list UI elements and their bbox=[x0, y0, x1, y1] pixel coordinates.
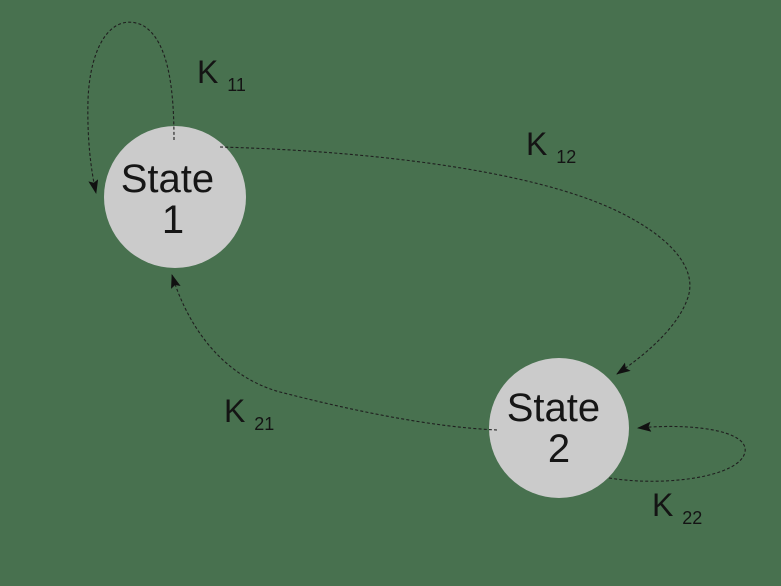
state-2-label-line1: State bbox=[507, 386, 600, 430]
state-1-node bbox=[104, 126, 246, 268]
self-loop-k22-arrow bbox=[608, 421, 746, 482]
label-k11: K 11 bbox=[197, 54, 246, 95]
state-1-label-line2: 1 bbox=[162, 198, 184, 242]
self-loop-k11-arrow bbox=[87, 21, 175, 194]
label-k21-base: K bbox=[224, 393, 245, 429]
transition-k12-arrow bbox=[219, 146, 691, 375]
label-k12-base: K bbox=[526, 126, 547, 162]
label-k22-base: K bbox=[652, 487, 673, 523]
label-k11-subscript: 11 bbox=[227, 75, 246, 95]
label-k22-subscript: 22 bbox=[682, 508, 702, 528]
label-k11-base: K bbox=[197, 54, 218, 90]
label-k21-subscript: 21 bbox=[254, 414, 274, 434]
label-k22: K 22 bbox=[652, 487, 702, 528]
state-1-label-line1: State bbox=[121, 157, 214, 201]
state-2-node bbox=[489, 358, 629, 498]
label-k21: K 21 bbox=[224, 393, 274, 434]
state-2-label-line2: 2 bbox=[548, 427, 570, 471]
label-k12-subscript: 12 bbox=[556, 147, 576, 167]
state-2-label: State 2 bbox=[507, 386, 612, 471]
transition-k21-arrow bbox=[171, 274, 498, 431]
state-1-label: State 1 bbox=[121, 157, 226, 242]
label-k12: K 12 bbox=[526, 126, 576, 167]
